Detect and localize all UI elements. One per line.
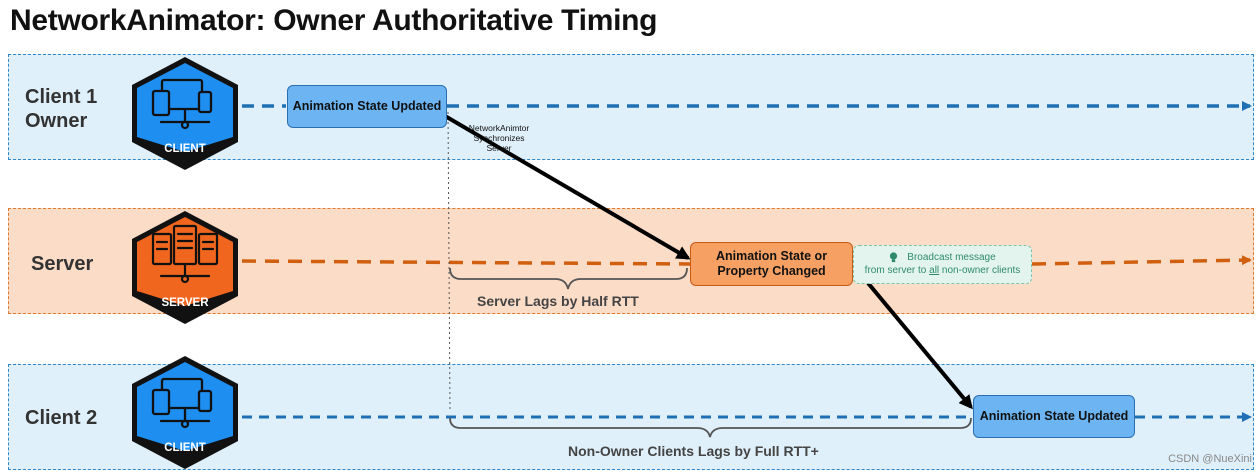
computer-devices-icon [132,356,238,469]
broadcast-line2-emphasis: all [929,265,940,276]
broadcast-line2-prefix: from server to [864,265,930,276]
client2-state-box: Animation State Updated [973,395,1135,438]
reference-dotted-line [447,111,451,413]
server-lane-label: Server [31,253,94,275]
sync-note-line2: Synchronizes [473,133,525,143]
sync-arrow-client1-to-server [443,114,691,260]
client1-badge-label: CLIENT [164,143,206,155]
broadcast-arrow-server-to-client2 [866,281,973,410]
client2-lane-label: Client 2 [25,407,98,429]
broadcast-message: Broadcast message from server to all non… [853,245,1032,284]
server-state-line1: Animation State or [715,249,828,263]
sync-note-line3: Server [486,143,512,153]
watermark: CSDN @NueXini [1168,453,1252,465]
server-badge-label: SERVER [161,297,209,309]
server-state-box: Animation State or Property Changed [690,242,853,286]
client-lag-brace [449,417,972,438]
sync-note-line1: NetworkAnimtor [468,123,530,133]
page-title: NetworkAnimator: Owner Authoritative Tim… [10,4,658,37]
client1-label-line1: Client 1 [25,86,98,108]
client1-state-box: Animation State Updated [287,85,447,128]
client2-badge: CLIENT [128,353,242,471]
server-badge: SERVER [128,208,242,326]
server-timeline-after [1031,255,1252,266]
server-timeline [241,259,691,266]
client2-badge-label: CLIENT [164,442,206,454]
client1-badge: CLIENT [128,54,242,172]
computer-devices-icon [132,57,238,170]
client1-label-line2: Owner [25,110,88,132]
server-state-line2: Property Changed [717,264,826,278]
client1-lane-label: Client 1 Owner [25,85,97,133]
broadcast-line1: Broadcast message [907,252,996,263]
server-lag-brace [449,267,688,290]
server-lag-label: Server Lags by Half RTT [477,293,639,309]
broadcast-line2-suffix: non-owner clients [939,265,1021,276]
client-lag-label: Non-Owner Clients Lags by Full RTT+ [568,443,819,459]
lightbulb-icon [889,252,898,263]
sync-note: NetworkAnimtor Synchronizes Server [462,123,536,153]
server-rack-icon [132,211,238,324]
